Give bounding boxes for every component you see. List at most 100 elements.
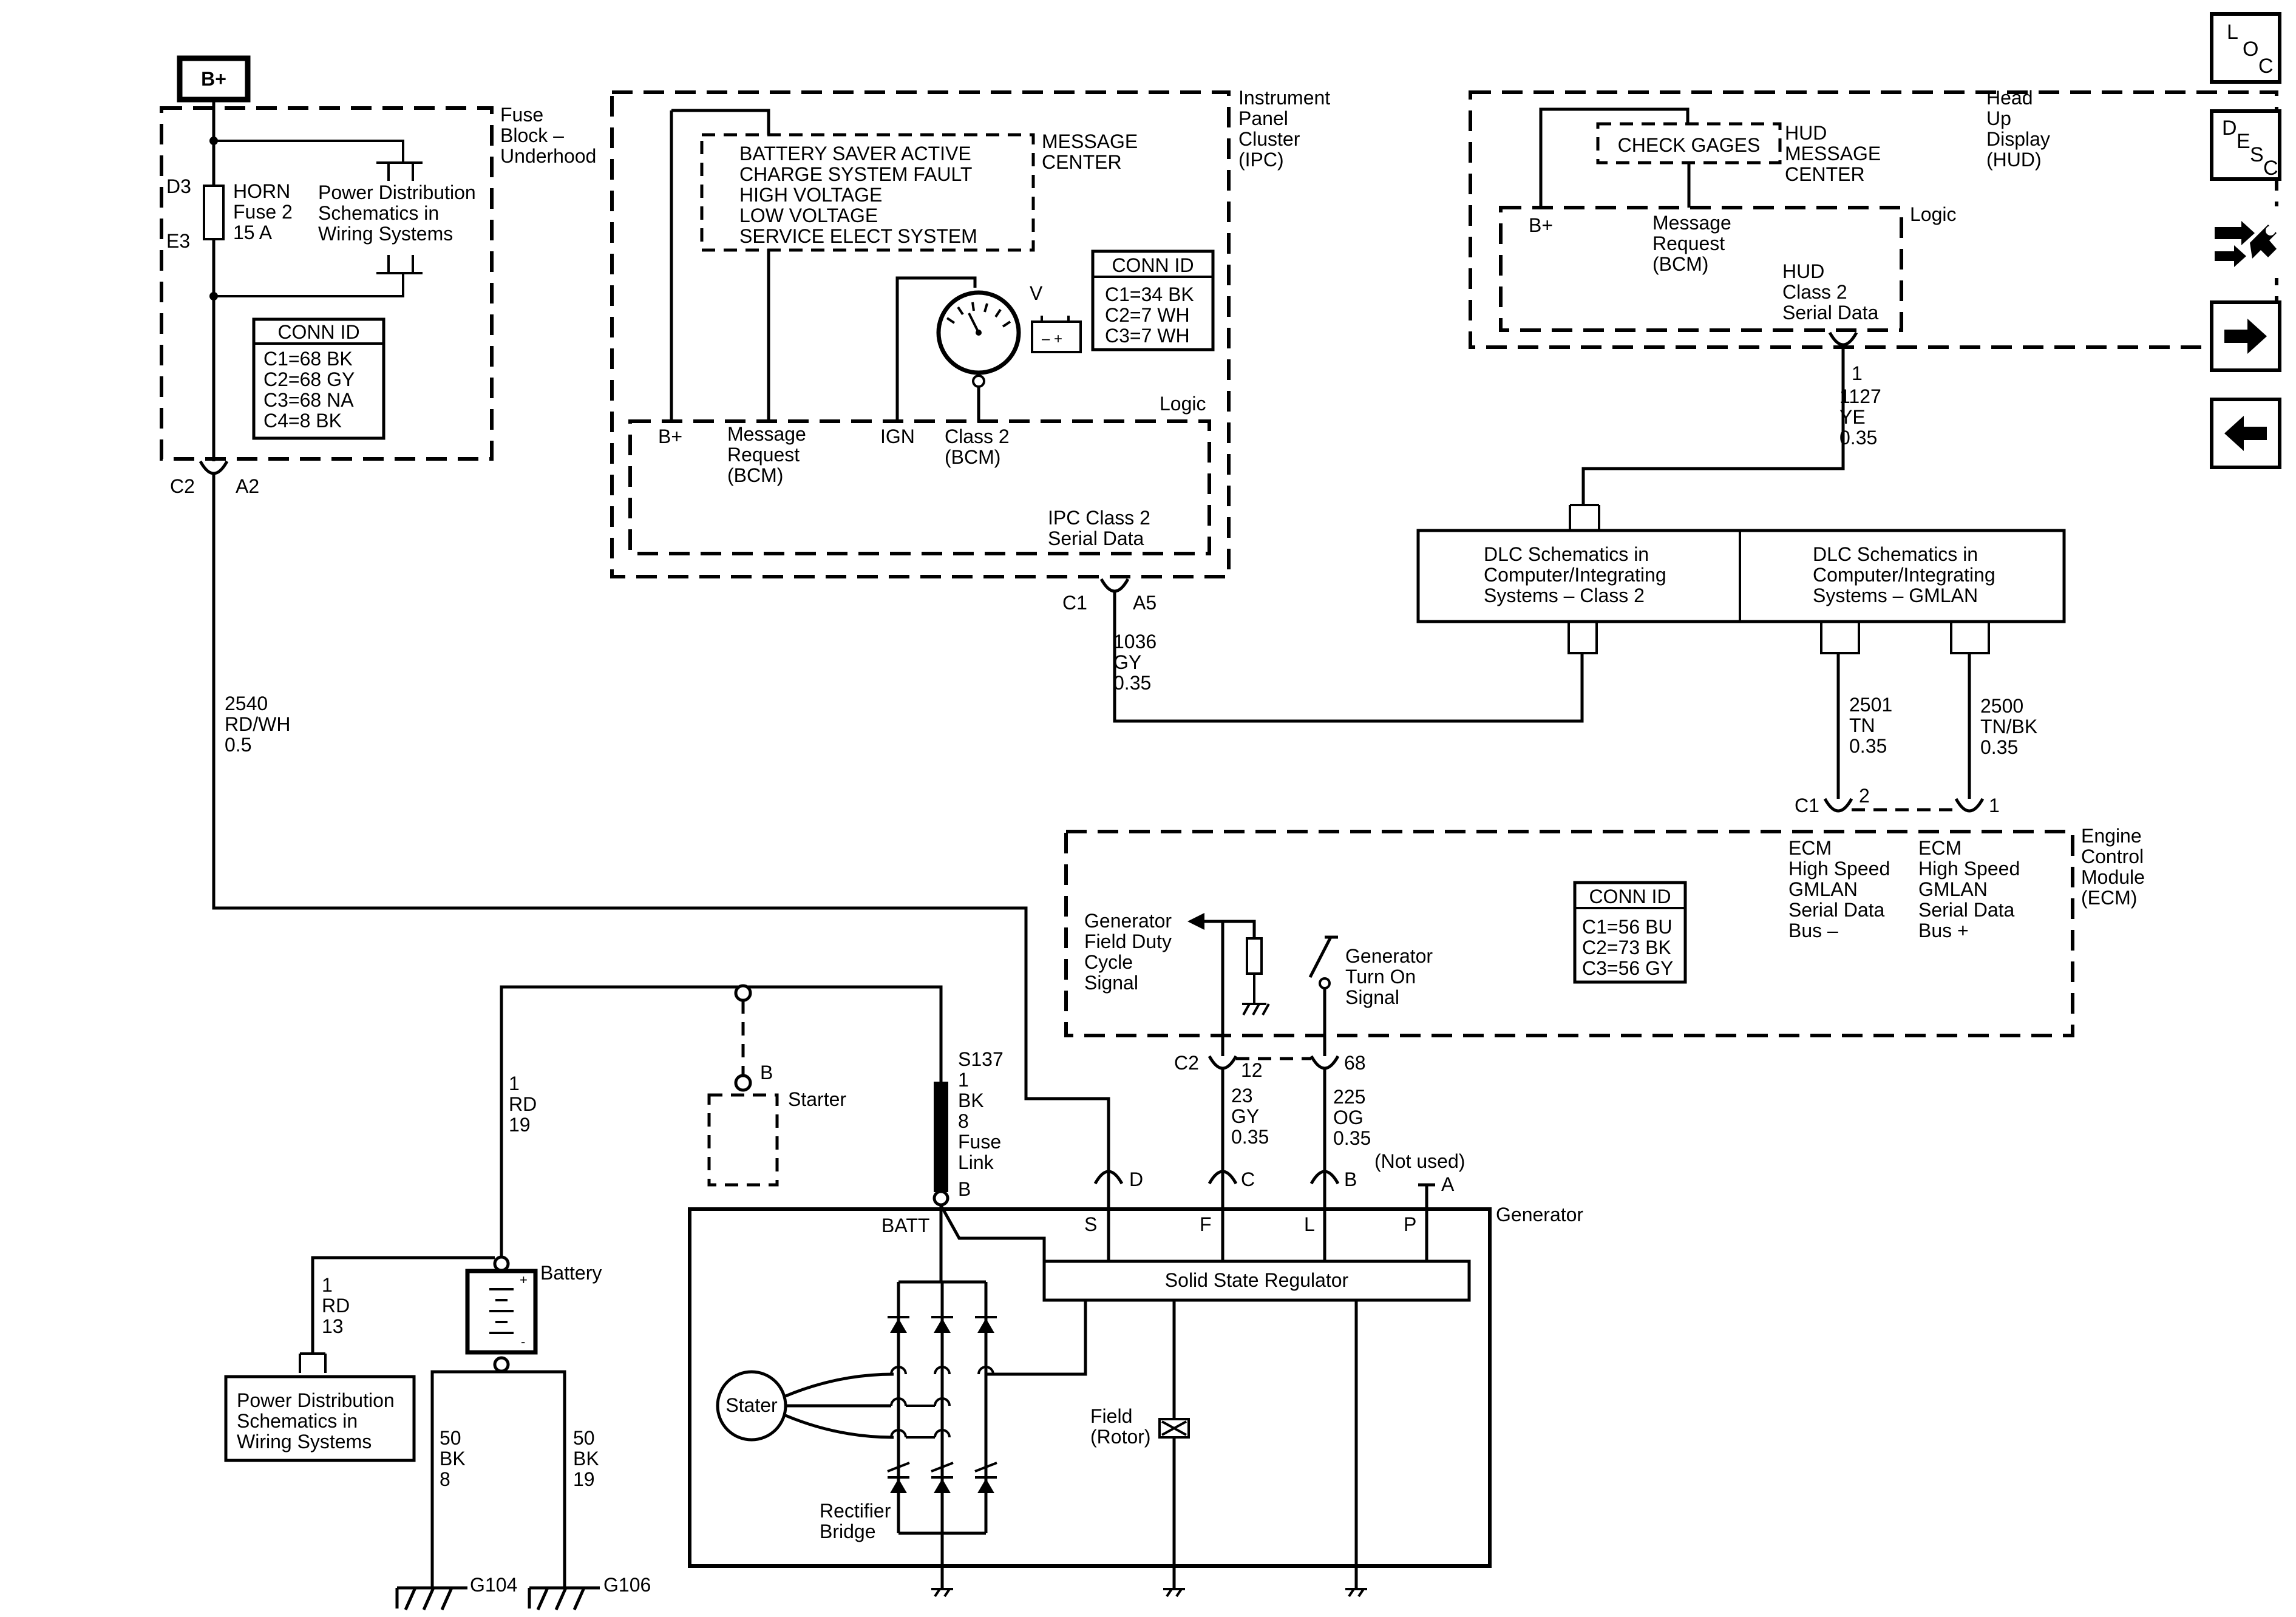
wire-50-19-3: 19 [573, 1468, 595, 1490]
ipc-message-2: CHARGE SYSTEM FAULT [739, 163, 972, 185]
dlc-right-2: Computer/Integrating [1813, 564, 1995, 586]
field-label-2: (Rotor) [1090, 1426, 1151, 1448]
dlc-left-1: DLC Schematics in [1484, 543, 1649, 565]
starter [707, 1093, 779, 1187]
power-dist-box [224, 1375, 416, 1462]
wire-50-8-2: BK [440, 1448, 466, 1470]
ecm-c2-label: C2 [1174, 1052, 1199, 1074]
fuse-conn-id-3: C3=68 NA [263, 389, 354, 411]
description-button[interactable]: D E S C [2210, 109, 2281, 181]
ipc-title-3: Cluster [1238, 128, 1300, 150]
ecm-pin1: 1 [1989, 795, 2000, 816]
fuse-conn-id-1: C1=68 BK [263, 348, 353, 370]
power-dist-label-3: Wiring Systems [318, 223, 453, 245]
ipc-msg-request-3: (BCM) [727, 464, 783, 486]
hud-pin: 1 [1852, 362, 1863, 384]
a2-label: A2 [236, 475, 259, 497]
power-dist-label-2: Schematics in [318, 202, 439, 224]
next-page-button[interactable] [2210, 300, 2281, 372]
ecm-title-1: Engine [2081, 825, 2142, 847]
hud-serial-3: Serial Data [1782, 302, 1879, 324]
pulldown-resistor [1246, 937, 1263, 975]
ipc-serial-1: IPC Class 2 [1048, 507, 1150, 529]
connector-tool-button[interactable] [2210, 206, 2281, 278]
wire-2540-1: 2540 [225, 693, 268, 714]
hud-title-1: Head [1986, 87, 2033, 109]
ground-g104-symbol [395, 1586, 467, 1611]
wire-2500-2: TN/BK [1980, 716, 2037, 737]
fuse-link-7: B [958, 1178, 971, 1200]
fuse-link-3: BK [958, 1090, 984, 1111]
ecm-bus-minus-2: High Speed [1788, 858, 1890, 880]
previous-page-button[interactable] [2210, 398, 2281, 469]
field-signal-3: Cycle [1084, 951, 1133, 973]
wire-1127-3: 0.35 [1839, 427, 1877, 449]
ecm-bus-plus-4: Serial Data [1918, 899, 2015, 921]
hud-message-center-2: MESSAGE [1785, 143, 1881, 164]
fuse-block-title-1: Fuse [500, 104, 543, 126]
power-dist-label-1: Power Distribution [318, 181, 476, 203]
wire-50-8-3: 8 [440, 1468, 450, 1490]
stater-label: Stater [725, 1394, 778, 1416]
ecm-bus-plus-2: High Speed [1918, 858, 2020, 880]
ipc-logic-label: Logic [1160, 393, 1206, 415]
ipc-title-1: Instrument [1238, 87, 1330, 109]
ipc-class2-1: Class 2 [945, 425, 1010, 447]
ipc-title-2: Panel [1238, 107, 1288, 129]
wire-1-rd-13-2: RD [322, 1295, 350, 1317]
location-button[interactable]: L O C [2210, 12, 2281, 84]
bplus-label: B+ [201, 68, 226, 90]
hud-msg-request-3: (BCM) [1652, 253, 1708, 275]
horn-fuse-label-1: HORN [233, 180, 290, 202]
ipc-message-1: BATTERY SAVER ACTIVE [739, 143, 971, 164]
dlc-right-3: Systems – GMLAN [1813, 585, 1978, 606]
wire-2501-1: 2501 [1849, 694, 1892, 716]
field-signal-2: Field Duty [1084, 931, 1172, 952]
ipc-message-center-label-2: CENTER [1042, 151, 1122, 173]
wire-1036-1: 1036 [1113, 631, 1156, 653]
loc-letter-c: C [2258, 55, 2274, 78]
ipc-conn-id-title: CONN ID [1112, 254, 1194, 276]
wire-23-1: 23 [1231, 1085, 1253, 1107]
fuse-link-5: Fuse [958, 1131, 1001, 1153]
ecm-pin68: 68 [1344, 1052, 1366, 1074]
gen-term-batt: BATT [881, 1215, 929, 1236]
ipc-a5-label: A5 [1133, 592, 1156, 614]
ipc-msg-request-1: Message [727, 423, 806, 445]
gen-term-s: S [1084, 1213, 1097, 1235]
starter-label: Starter [788, 1088, 846, 1110]
ecm-conn-id-1: C1=56 BU [1582, 916, 1673, 938]
ipc-message-4: LOW VOLTAGE [739, 205, 878, 226]
wire-50-19-1: 50 [573, 1427, 595, 1449]
ipc-serial-2: Serial Data [1048, 527, 1144, 549]
ecm-title-3: Module [2081, 866, 2145, 888]
hud-title-3: Display [1986, 128, 2050, 150]
ecm-pin2: 2 [1859, 785, 1870, 807]
hud-message-center-3: CENTER [1785, 163, 1865, 185]
wire-1-rd-13-3: 13 [322, 1315, 344, 1337]
ipc-logic [628, 419, 1211, 555]
ipc-c1-label: C1 [1062, 592, 1087, 614]
ipc-message-5: SERVICE ELECT SYSTEM [739, 225, 977, 247]
ipc-message-center [700, 133, 1035, 252]
fuse-block-underhood [160, 106, 494, 461]
generator-grounds [931, 1588, 1367, 1598]
dlc-left-2: Computer/Integrating [1484, 564, 1666, 586]
ecm-title-4: (ECM) [2081, 887, 2137, 909]
ecm-bus-plus-3: GMLAN [1918, 878, 1988, 900]
ipc-conn-id-3: C3=7 WH [1105, 325, 1190, 347]
arrow-left-icon [2224, 416, 2267, 451]
power-dist2-1: Power Distribution [237, 1389, 395, 1411]
hud-logic-label: Logic [1910, 203, 1957, 225]
turn-on-signal-3: Signal [1345, 986, 1399, 1008]
rectifier-label-1: Rectifier [820, 1500, 891, 1522]
power-dist2-3: Wiring Systems [237, 1431, 372, 1453]
horn-fuse [203, 185, 225, 240]
ipc-title-4: (IPC) [1238, 149, 1284, 171]
wire-2501-2: TN [1849, 714, 1875, 736]
wire-225-3: 0.35 [1333, 1127, 1371, 1149]
turn-on-signal-2: Turn On [1345, 966, 1416, 988]
generator-title: Generator [1496, 1204, 1583, 1225]
wire-1036-3: 0.35 [1113, 672, 1151, 694]
battery-label: Battery [540, 1262, 602, 1284]
